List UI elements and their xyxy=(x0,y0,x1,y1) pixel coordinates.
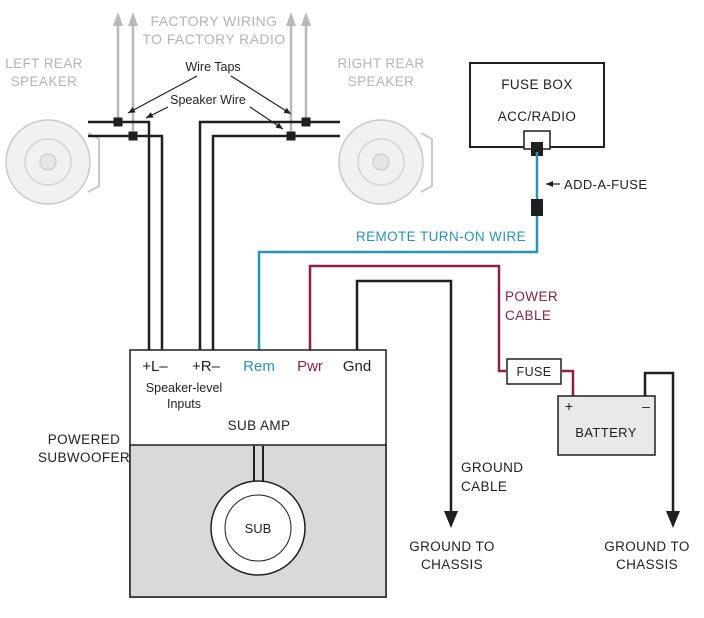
powered-subwoofer-caption-line2: SUBWOOFER xyxy=(38,450,130,465)
left-speaker-label-line2: SPEAKER xyxy=(11,74,78,89)
amp-ground-chassis-label-line1: GROUND TO xyxy=(409,539,495,554)
fuse-box-circuit-label: ACC/RADIO xyxy=(498,109,577,124)
add-a-fuse-plug xyxy=(531,142,543,156)
left-rear-speaker-icon xyxy=(5,119,100,205)
speaker-wire-pointer-left xyxy=(145,106,169,119)
power-cable-wire xyxy=(308,264,506,373)
fuse-box: FUSE BOX ACC/RADIO xyxy=(469,62,605,156)
battery: + – BATTERY xyxy=(557,395,656,456)
factory-arrow-up-icon xyxy=(113,12,123,26)
right-speaker-label-line1: RIGHT REAR xyxy=(337,56,424,71)
speaker-cone-ring xyxy=(24,138,72,186)
ground-cable-label-line1: GROUND xyxy=(461,460,523,475)
wire-taps xyxy=(113,117,311,141)
amp-ground-wire xyxy=(355,279,453,512)
speaker-wire-pointer-right xyxy=(249,106,284,130)
right-rear-speaker-icon xyxy=(338,119,433,205)
speaker-wires xyxy=(88,120,340,351)
factory-arrow-up-icon xyxy=(286,12,296,26)
factory-wiring-label-line2: TO FACTORY RADIO xyxy=(142,31,285,47)
speaker-dustcap xyxy=(372,153,390,171)
ground-arrow-down-icon xyxy=(666,511,680,528)
amp-terminal-power: Pwr xyxy=(297,358,323,375)
remote-wire-label: REMOTE TURN-ON WIRE xyxy=(356,229,526,244)
inline-fuse-outline xyxy=(506,358,562,385)
left-speaker-wire-minus xyxy=(88,134,164,351)
amp-terminal-right: +R– xyxy=(192,358,221,375)
amp-terminal-ground: Gnd xyxy=(343,358,371,375)
speaker-cone-ring xyxy=(357,138,405,186)
sub-speaker-cone-ring xyxy=(224,494,292,562)
speaker-level-inputs-line2: Inputs xyxy=(167,397,201,411)
battery-ground-wire xyxy=(643,371,675,512)
speaker-wire-label: Speaker Wire xyxy=(170,93,246,107)
left-speaker-wire-plus xyxy=(88,120,151,351)
speaker-level-inputs-line1: Speaker-level xyxy=(146,381,222,395)
amp-terminal-remote: Rem xyxy=(243,358,275,375)
power-cable-label-line1: POWER xyxy=(505,289,558,304)
battery-ground-chassis-label-line1: GROUND TO xyxy=(604,539,690,554)
factory-arrow-up-icon xyxy=(128,12,138,26)
sub-label: SUB xyxy=(245,521,272,536)
battery-ground-chassis-label-line2: CHASSIS xyxy=(616,557,678,572)
speaker-bracket xyxy=(420,132,433,193)
wire-tap xyxy=(286,131,296,141)
wire-tap xyxy=(113,117,123,127)
battery-label: BATTERY xyxy=(575,425,637,440)
battery-plus-terminal: + xyxy=(565,398,573,414)
inline-fuse: FUSE xyxy=(506,358,562,385)
right-speaker-wire-minus xyxy=(211,134,340,351)
wire-tap xyxy=(301,117,311,127)
factory-wiring-arrows xyxy=(113,12,311,134)
add-a-fuse-label: ADD-A-FUSE xyxy=(564,177,647,192)
inline-fuse-label: FUSE xyxy=(517,365,552,379)
power-cable-wire-to-battery xyxy=(562,369,575,397)
wire-taps-pointer-left xyxy=(127,75,198,114)
powered-subwoofer: +L– +R– Rem Pwr Gnd Speaker-level Inputs… xyxy=(129,349,387,598)
wire-taps-label: Wire Taps xyxy=(185,60,240,74)
speaker-dustcap xyxy=(39,153,57,171)
right-speaker-wire-plus xyxy=(198,120,340,351)
battery-minus-terminal: – xyxy=(642,398,650,414)
factory-arrow-up-icon xyxy=(301,12,311,26)
left-speaker-label-line1: LEFT REAR xyxy=(5,56,83,71)
amp-ground-chassis-label-line2: CHASSIS xyxy=(421,557,483,572)
wire-tap xyxy=(128,131,138,141)
wire-taps-pointer-right xyxy=(230,75,292,115)
factory-wiring-label-line1: FACTORY WIRING xyxy=(151,13,278,29)
battery-outline xyxy=(557,395,656,456)
powered-subwoofer-caption-line1: POWERED xyxy=(48,432,121,447)
right-speaker-label-line2: SPEAKER xyxy=(348,74,415,89)
fuse-box-title: FUSE BOX xyxy=(501,77,572,92)
sub-amp-label: SUB AMP xyxy=(228,418,291,433)
add-a-fuse-holder xyxy=(531,199,543,216)
amp-terminal-left: +L– xyxy=(142,358,168,375)
ground-cable-label-line2: CABLE xyxy=(461,479,507,494)
ground-arrow-down-icon xyxy=(444,511,458,528)
power-cable-label-line2: CABLE xyxy=(505,308,551,323)
